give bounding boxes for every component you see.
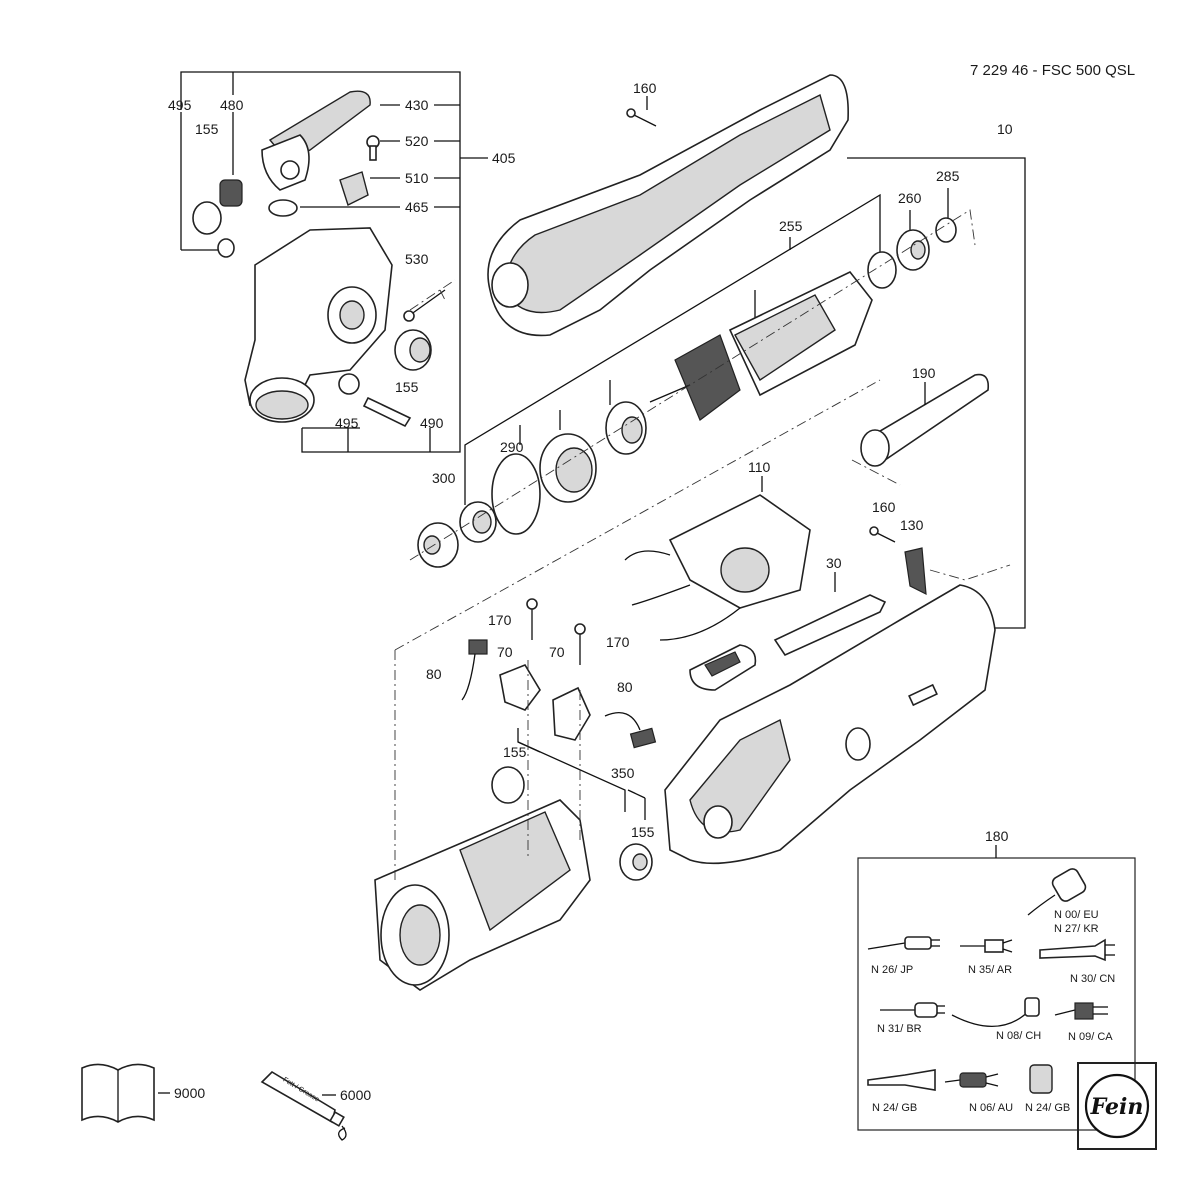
plug-label-kr: N 27/ KR: [1054, 923, 1099, 935]
label-520: 520: [405, 133, 429, 149]
label-255: 255: [779, 218, 803, 234]
label-80-right: 80: [617, 679, 633, 695]
label-495-top: 495: [168, 97, 192, 113]
plug-label-gb-2: N 24/ GB: [1025, 1102, 1070, 1114]
label-130: 130: [900, 517, 924, 533]
bearing-155-part: [192, 201, 222, 235]
gear-head-housing: [244, 227, 393, 406]
switch-slider-part: [773, 594, 887, 657]
plug-label-gb-1: N 24/ GB: [872, 1102, 917, 1114]
label-180: 180: [985, 828, 1009, 844]
label-70-right: 70: [549, 644, 565, 660]
fan-part: [674, 334, 741, 421]
cable-sleeve-group: 190: [860, 365, 990, 467]
label-155-stator-right: 155: [631, 824, 655, 840]
cable-sleeve-part: [863, 373, 990, 462]
motor-housing-group: [664, 584, 996, 865]
label-170-left: 170: [488, 612, 512, 628]
plug-label-cn: N 30/ CN: [1070, 973, 1115, 985]
stator-group: 170 170 80 70 70 80 155 350 155: [374, 598, 657, 991]
label-10: 10: [997, 121, 1013, 137]
label-155-stator-left: 155: [503, 744, 527, 760]
plug-label-br: N 31/ BR: [877, 1023, 922, 1035]
label-30: 30: [826, 555, 842, 571]
brand-logo: Fein: [1077, 1062, 1157, 1150]
plug-label-au: N 06/ AU: [969, 1102, 1013, 1114]
label-170-right: 170: [606, 634, 630, 650]
label-155-bearing: 155: [395, 379, 419, 395]
label-190: 190: [912, 365, 936, 381]
label-70-left: 70: [497, 644, 513, 660]
plug-label-ar: N 35/ AR: [968, 964, 1012, 976]
label-260: 260: [898, 190, 922, 206]
label-80-left: 80: [426, 666, 442, 682]
electronics-group: 110 160 130 30: [624, 459, 927, 691]
label-9000: 9000: [174, 1085, 205, 1101]
assembly-dashlines: [394, 209, 1011, 880]
label-405: 405: [492, 150, 516, 166]
grease-tube-group: Fett / Grease 6000: [260, 1070, 371, 1141]
logo-text: Fein: [1090, 1094, 1144, 1120]
label-495-bottom: 495: [335, 415, 359, 431]
manual-group: 9000: [81, 1063, 205, 1123]
label-160-mid: 160: [872, 499, 896, 515]
head-assembly-group: 495 480 430 155 520 510 405 465 530 155 …: [168, 71, 516, 453]
diagram-title: 7 229 46 - FSC 500 QSL: [970, 62, 1135, 79]
housing-shell-group: 160 10: [487, 74, 1026, 629]
plug-label-ch: N 08/ CH: [996, 1030, 1041, 1042]
armature-group: 290 300 255 260 285: [417, 168, 960, 568]
brush-holder-right: [552, 686, 591, 741]
label-350: 350: [611, 765, 635, 781]
pad-part: [219, 179, 243, 207]
label-300: 300: [432, 470, 456, 486]
plug-label-ca: N 09/ CA: [1068, 1031, 1113, 1043]
plug-label-eu: N 00/ EU: [1054, 909, 1099, 921]
brush-holder-left: [499, 664, 541, 711]
label-465: 465: [405, 199, 429, 215]
plug-label-jp: N 26/ JP: [871, 964, 913, 976]
label-6000: 6000: [340, 1087, 371, 1103]
label-155-head: 155: [195, 121, 219, 137]
label-430: 430: [405, 97, 429, 113]
pin-part: [362, 396, 412, 428]
clip-part: [339, 171, 369, 206]
label-510: 510: [405, 170, 429, 186]
label-290: 290: [500, 439, 524, 455]
label-285: 285: [936, 168, 960, 184]
grease-tube-icon: [260, 1070, 336, 1124]
label-480: 480: [220, 97, 244, 113]
label-490: 490: [420, 415, 444, 431]
label-160-top: 160: [633, 80, 657, 96]
label-110: 110: [748, 459, 771, 475]
plugs-group: 180 N 00/ EU N 27/ KR N 26/ JP N 35/ AR …: [857, 828, 1136, 1131]
clip-130-part: [904, 547, 927, 596]
label-530: 530: [405, 251, 429, 267]
